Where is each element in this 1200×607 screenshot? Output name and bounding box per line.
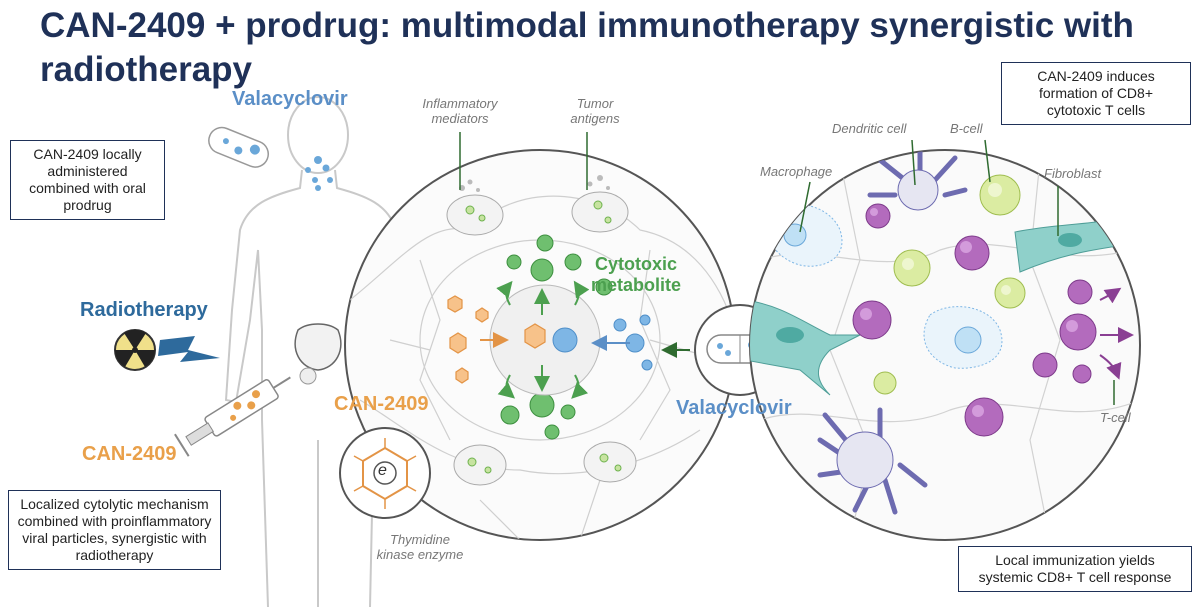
info-box-local-administration: CAN-2409 locally administered combined w… <box>10 140 165 220</box>
label-valacyclovir-top: Valacyclovir <box>232 88 348 110</box>
enzyme-letter: e <box>378 462 387 479</box>
label-inflammatory-mediators: Inflammatory mediators <box>422 96 498 126</box>
label-t-cell: T-cell <box>1100 410 1131 425</box>
bladder-icon <box>294 323 342 385</box>
info-box-systemic-response: Local immunization yields systemic CD8+ … <box>958 546 1192 592</box>
label-tumor-antigens: Tumor antigens <box>570 96 620 126</box>
immune-response-circle <box>749 139 1141 541</box>
page-title: CAN-2409 + prodrug: multimodal immunothe… <box>40 6 1134 89</box>
syringe-icon <box>174 376 291 457</box>
info-box-cd8-formation: CAN-2409 induces formation of CD8+ cytot… <box>1001 62 1191 125</box>
tumor-microenvironment-circle <box>344 132 736 541</box>
label-can2409-center: CAN-2409 <box>334 393 429 415</box>
label-can2409-left: CAN-2409 <box>82 443 177 465</box>
radiation-icon <box>114 329 156 371</box>
prodrug-dots <box>305 156 333 191</box>
lightning-bolt-icon <box>158 336 220 362</box>
pill-icon <box>208 126 269 168</box>
label-fibroblast: Fibroblast <box>1044 166 1102 181</box>
label-macrophage: Macrophage <box>760 164 833 179</box>
label-radiotherapy: Radiotherapy <box>80 299 208 321</box>
label-dendritic-cell: Dendritic cell <box>832 121 907 136</box>
label-b-cell: B-cell <box>950 121 983 136</box>
thymidine-kinase-circle <box>339 427 431 519</box>
info-box-cytolytic-mechanism: Localized cytolytic mechanism combined w… <box>8 490 221 570</box>
label-valacyclovir-center: Valacyclovir <box>676 397 792 419</box>
label-thymidine-kinase: Thymidine kinase enzyme <box>376 532 464 562</box>
label-cytotoxic-metabolite: Cytotoxic metabolite <box>590 254 682 295</box>
